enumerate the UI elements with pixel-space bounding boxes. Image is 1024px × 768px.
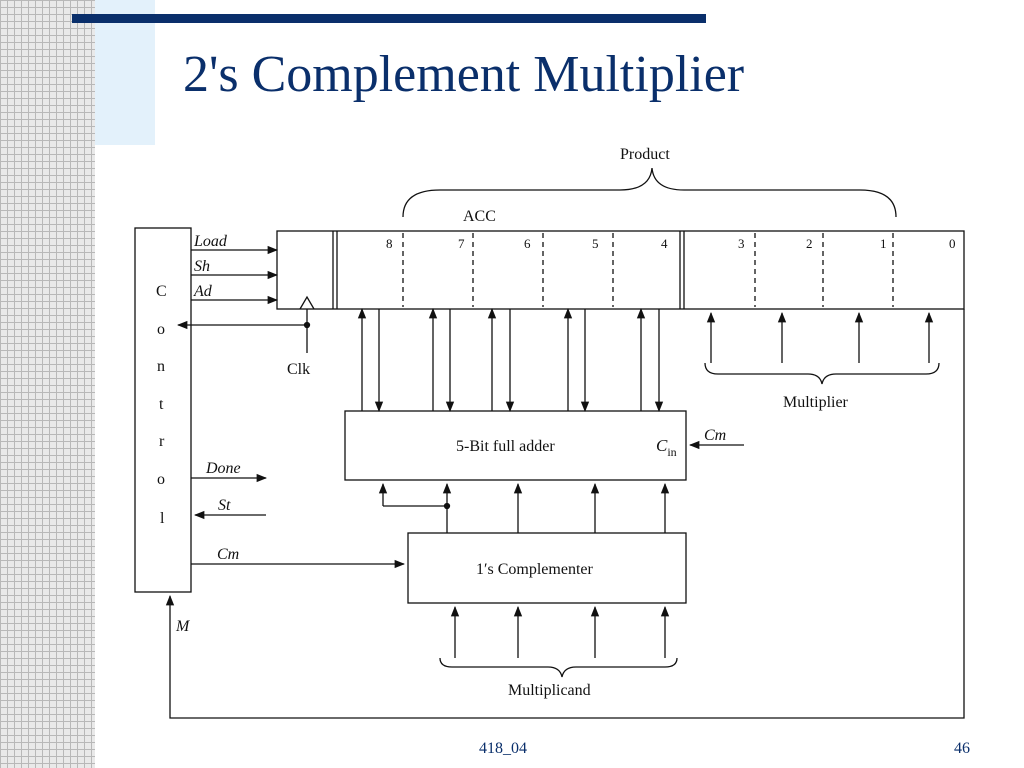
- register-box: [276, 230, 965, 310]
- complementer-box: [407, 532, 687, 604]
- bit-label-1: 1: [880, 236, 887, 251]
- cm-label-right: Cm: [704, 427, 726, 444]
- bit-label-2: 2: [806, 236, 813, 251]
- cin-label: Cin: [656, 436, 677, 459]
- acc-label: ACC: [463, 208, 496, 225]
- complementer-label: 1′s Complementer: [476, 561, 593, 578]
- cm-label-left: Cm: [217, 546, 239, 563]
- control-letter-l: l: [160, 510, 165, 527]
- multiplicand-label: Multiplicand: [508, 682, 591, 699]
- decorative-grid-strip: [0, 0, 95, 768]
- bit-label-4: 4: [661, 236, 668, 251]
- m-label: M: [175, 618, 191, 635]
- bit-label-0: 0: [949, 236, 956, 251]
- control-letter-c: C: [156, 283, 167, 300]
- multiplier-label: Multiplier: [783, 394, 849, 411]
- bit-label-5: 5: [592, 236, 599, 251]
- slide-footer: 418_04: [479, 740, 527, 757]
- control-letter-o2: o: [157, 471, 165, 488]
- adder-box: [344, 410, 687, 481]
- control-letter-o1: o: [157, 321, 165, 338]
- bit-label-7: 7: [458, 236, 465, 251]
- st-label: St: [218, 497, 231, 514]
- ad-label: Ad: [193, 283, 213, 300]
- cin-subscript: in: [667, 445, 676, 459]
- title-accent-bar: [72, 14, 706, 23]
- control-letter-n: n: [157, 358, 165, 375]
- bit-label-6: 6: [524, 236, 531, 251]
- bit-label-8: 8: [386, 236, 393, 251]
- done-label: Done: [205, 460, 241, 477]
- page-number: 46: [954, 740, 970, 757]
- load-label: Load: [193, 233, 228, 250]
- product-label: Product: [620, 146, 670, 163]
- adder-label: 5-Bit full adder: [456, 438, 555, 455]
- bit-label-3: 3: [738, 236, 745, 251]
- control-letter-r: r: [159, 433, 165, 450]
- control-letter-t: t: [159, 396, 164, 413]
- decorative-light-block: [95, 0, 155, 145]
- sh-label: Sh: [194, 258, 210, 275]
- multiplier-block-diagram: Product ACC Multiplier Multiplicand Clk …: [134, 146, 965, 719]
- clk-label: Clk: [287, 361, 310, 378]
- slide-title: 2's Complement Multiplier: [183, 46, 745, 103]
- control-box: [134, 227, 192, 593]
